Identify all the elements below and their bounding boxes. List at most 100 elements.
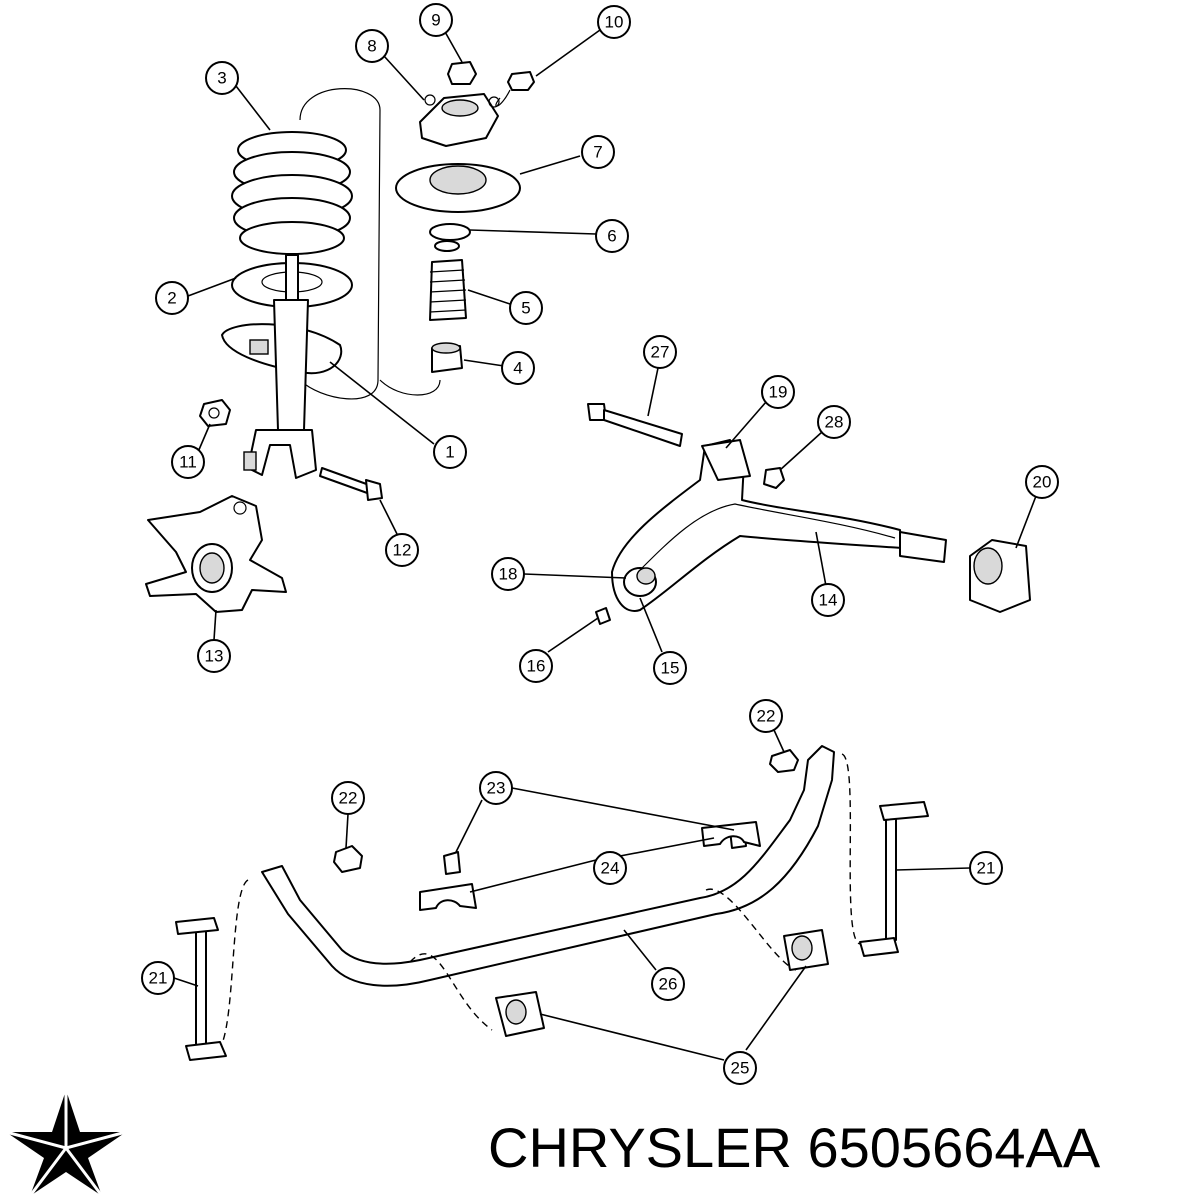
part-caption: CHRYSLER 6505664AA — [488, 1108, 1188, 1188]
strut-body — [273, 299, 309, 431]
callout-27: 27 — [643, 335, 677, 369]
arm-nut — [763, 467, 785, 489]
link-guide-left — [219, 879, 249, 1049]
callout-label: 18 — [499, 565, 518, 584]
callout-19: 19 — [761, 375, 795, 409]
callout-7: 7 — [581, 135, 615, 169]
callout-3: 3 — [205, 61, 239, 95]
callout-15: 15 — [653, 651, 687, 685]
bushing-guide-right — [705, 888, 797, 971]
strut-clevis — [247, 429, 317, 479]
callout-25: 25 — [723, 1051, 757, 1085]
callout-label: 10 — [605, 13, 624, 32]
callout-label: 15 — [661, 659, 680, 678]
plate-bracket — [249, 339, 269, 355]
mount-stud — [495, 89, 511, 107]
callout-label: 5 — [521, 299, 530, 318]
steering-knuckle — [145, 495, 287, 613]
lower-control-arm — [587, 403, 1031, 625]
callout-1: 1 — [433, 435, 467, 469]
callout-label: 26 — [659, 975, 678, 994]
callout-22-left: 22 — [331, 781, 365, 815]
strut-rod — [285, 254, 299, 301]
callout-label: 24 — [601, 859, 620, 878]
callout-21-right: 21 — [969, 851, 1003, 885]
callout-label: 1 — [445, 443, 454, 462]
strut-nut — [199, 399, 231, 427]
callout-14: 14 — [811, 583, 845, 617]
callout-label: 14 — [819, 591, 838, 610]
pentastar-logo-icon — [5, 1090, 127, 1197]
callout-label: 21 — [977, 859, 996, 878]
callout-label: 9 — [431, 11, 440, 30]
link-nut-right — [769, 749, 799, 773]
mount-nut — [507, 71, 535, 91]
strut-assembly — [199, 88, 441, 501]
coil-spring — [231, 131, 353, 255]
front-bushing — [701, 439, 751, 481]
arm-bolt — [587, 403, 683, 447]
stabilizer-link-right — [859, 801, 929, 957]
bar-clamp-left — [419, 883, 477, 911]
arm-rear-spindle — [899, 531, 947, 563]
isolator-washer — [429, 223, 471, 241]
top-mount-stack — [395, 61, 535, 373]
callout-label: 28 — [825, 413, 844, 432]
callouts: 3 2 1 11 12 13 4 5 6 7 8 9 10 27 19 28 2… — [141, 3, 1059, 1085]
link-guide-right — [841, 753, 861, 945]
callout-label: 25 — [731, 1059, 750, 1078]
bar-clamp-right — [701, 821, 761, 847]
callout-26: 26 — [651, 967, 685, 1001]
callout-label: 16 — [527, 657, 546, 676]
callout-11: 11 — [171, 445, 205, 479]
callout-4: 4 — [501, 351, 535, 385]
callout-label: 23 — [487, 779, 506, 798]
bar-bushing-right — [783, 929, 829, 971]
callout-18: 18 — [491, 557, 525, 591]
callout-label: 21 — [149, 969, 168, 988]
callout-label: 22 — [339, 789, 358, 808]
rear-bushing — [969, 539, 1031, 613]
stabilizer-bar-assembly — [175, 745, 929, 1061]
clevis-ear-left — [243, 451, 257, 471]
callout-label: 6 — [607, 227, 616, 246]
callout-28: 28 — [817, 405, 851, 439]
stabilizer-link-left — [175, 917, 227, 1061]
top-nut — [447, 61, 477, 85]
callout-8: 8 — [355, 29, 389, 63]
callout-label: 7 — [593, 143, 602, 162]
callout-24: 24 — [593, 851, 627, 885]
callout-13: 13 — [197, 639, 231, 673]
callout-label: 13 — [205, 647, 224, 666]
part-number: 6505664AA — [807, 1116, 1101, 1179]
callout-label: 22 — [757, 707, 776, 726]
callout-label: 27 — [651, 343, 670, 362]
clamp-bolt-left — [443, 851, 461, 875]
callout-label: 3 — [217, 69, 226, 88]
callout-label: 8 — [367, 37, 376, 56]
bushing-guide-left — [409, 953, 493, 1031]
callout-label: 2 — [167, 289, 176, 308]
callout-label: 12 — [393, 541, 412, 560]
callout-6: 6 — [595, 219, 629, 253]
callout-label: 4 — [513, 359, 522, 378]
callout-10: 10 — [597, 5, 631, 39]
callout-21-left: 21 — [141, 961, 175, 995]
grease-fitting — [595, 607, 611, 625]
callout-9: 9 — [419, 3, 453, 37]
callout-5: 5 — [509, 291, 543, 325]
callout-22-right: 22 — [749, 699, 783, 733]
brand-name: CHRYSLER — [488, 1116, 792, 1179]
strut-bolt — [319, 467, 383, 501]
exploded-guide-line — [299, 88, 381, 400]
callout-20: 20 — [1025, 465, 1059, 499]
callout-16: 16 — [519, 649, 553, 683]
callout-label: 20 — [1033, 473, 1052, 492]
callout-label: 11 — [179, 453, 197, 472]
bar-bushing-left — [495, 991, 545, 1037]
callout-2: 2 — [155, 281, 189, 315]
callout-23: 23 — [479, 771, 513, 805]
dust-boot — [429, 240, 467, 321]
exploded-guide-line-2 — [379, 379, 441, 396]
